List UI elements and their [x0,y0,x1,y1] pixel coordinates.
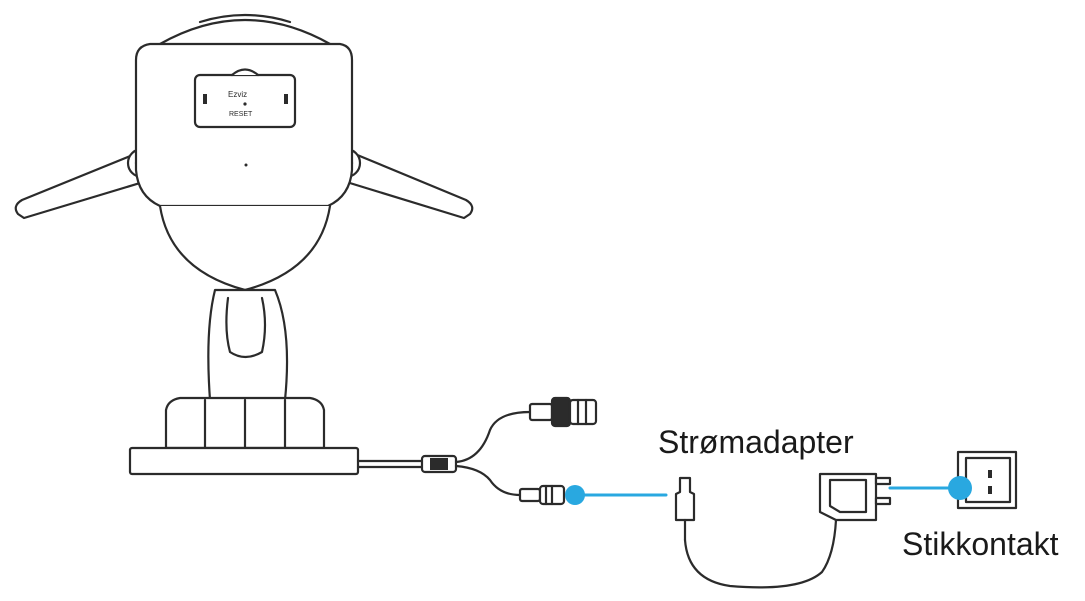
dc-connector-highlight [565,485,585,505]
power-socket-label: Stikkontakt [902,526,1059,562]
device-brand-marking: Ezviz [228,90,247,99]
device-reset-marking: RESET [229,111,253,118]
power-adapter-label: Strømadapter [658,424,854,460]
socket-highlight [948,476,972,500]
dc-power-connector [518,484,668,506]
camera-cable [356,410,532,497]
camera: Ezviz RESET [14,13,474,476]
ethernet-connector [528,396,598,428]
power-adapter [674,472,950,589]
wall-socket [948,450,1018,510]
